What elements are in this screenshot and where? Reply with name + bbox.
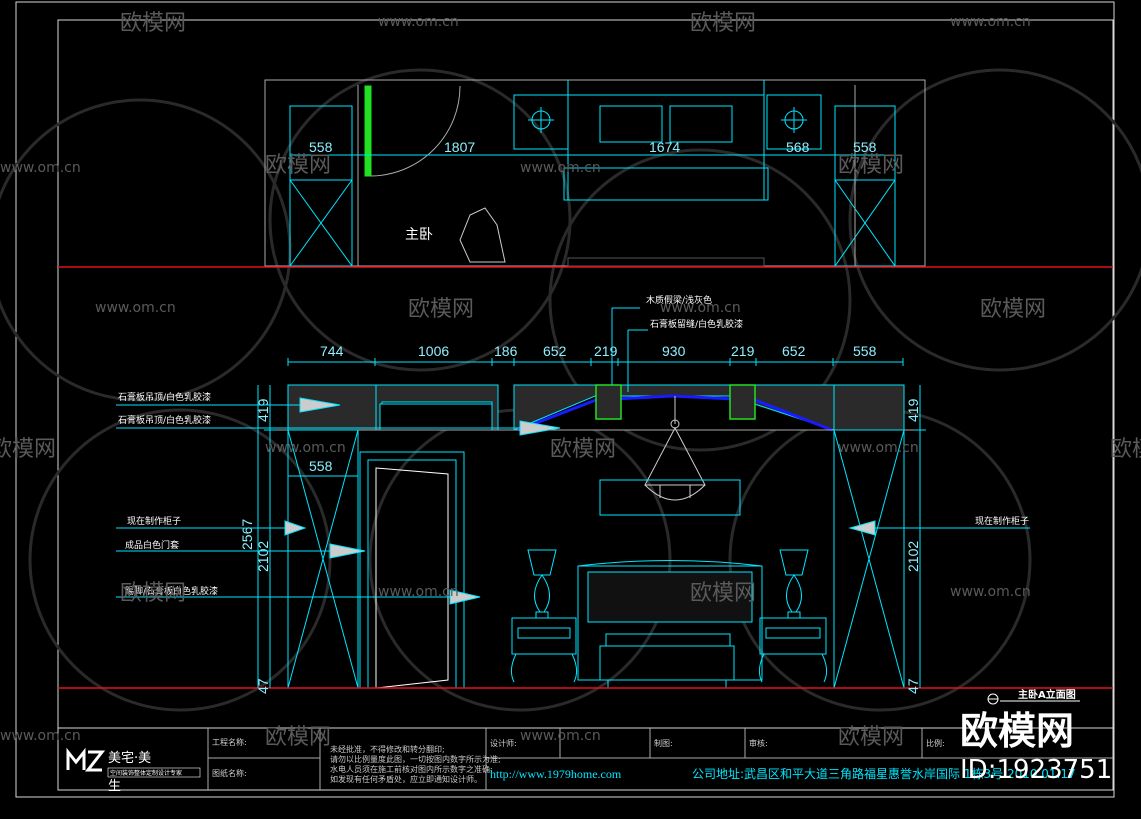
watermark-brand: 欧模网 bbox=[265, 725, 331, 750]
elev-left-total-dim: 2567 bbox=[239, 519, 255, 550]
bed bbox=[577, 560, 763, 688]
drawing-name-label: 图纸名称: bbox=[212, 768, 247, 778]
left-nightstand bbox=[510, 549, 578, 683]
plan-dim-2: 1807 bbox=[444, 139, 475, 155]
plan-view bbox=[264, 79, 926, 267]
brand-overlay-name: 欧模网 bbox=[960, 709, 1075, 753]
elev-right-floor-dim: 47 bbox=[905, 678, 921, 694]
plan-dim-3: 1674 bbox=[649, 139, 680, 155]
elevation-title: 主卧A立面图 bbox=[1018, 688, 1076, 701]
plan-dimensions: 558 1807 1674 568 558 bbox=[309, 139, 877, 155]
watermark-brand: 欧模网 bbox=[120, 11, 186, 36]
callout-leaders bbox=[116, 307, 1030, 605]
ceiling-section bbox=[270, 384, 920, 432]
elev-top-dim-4: 652 bbox=[543, 343, 567, 359]
logo-subtitle: 空间装饰整体定制设计专家 bbox=[110, 769, 182, 777]
elev-left-door-dim: 2102 bbox=[255, 541, 271, 572]
callout-wall: 踢脚/石膏板白色乳胶漆 bbox=[125, 585, 218, 597]
watermark-brand: 欧模网 bbox=[838, 153, 904, 178]
plan-dim-1: 558 bbox=[309, 139, 333, 155]
logo-brand: 美宅·美 bbox=[108, 751, 151, 766]
elevation-side-dimensions: 419 2567 2102 47 558 419 2102 47 bbox=[239, 398, 921, 694]
field-drafter: 制图: bbox=[654, 738, 673, 748]
elev-top-dim-1: 744 bbox=[320, 343, 344, 359]
elev-top-dim-5: 219 bbox=[594, 343, 618, 359]
watermark-brand: 欧模网 bbox=[690, 581, 756, 606]
watermark-brand: 欧模网 bbox=[120, 581, 186, 606]
watermark-brand: 欧模网 bbox=[550, 437, 616, 462]
title-block-grid bbox=[207, 728, 1113, 790]
watermark-url: www.om.cn bbox=[95, 300, 176, 316]
watermark-url: www.om.cn bbox=[838, 440, 919, 456]
callout-ceiling-a: 石膏板吊顶/白色乳胶漆 bbox=[118, 391, 211, 403]
watermark-url: www.om.cn bbox=[520, 160, 601, 176]
company-website: http://www.1979home.com bbox=[490, 767, 622, 781]
watermark-brand: 欧模网 bbox=[0, 437, 56, 462]
callout-cabinet-left: 现在制作柜子 bbox=[127, 515, 181, 527]
elev-left-floor-dim: 47 bbox=[255, 678, 271, 694]
watermark-brand: 欧模网 bbox=[980, 297, 1046, 322]
elev-right-ceiling-dim: 419 bbox=[905, 398, 921, 422]
project-name-label: 工程名称: bbox=[212, 737, 247, 747]
company-address: 公司地址:武昌区和平大道三角路福星惠誉水岸国际 1栋3号 2010.01.17 bbox=[692, 766, 1076, 781]
headboard-panel bbox=[599, 479, 741, 516]
field-reviewer: 审核: bbox=[749, 738, 768, 748]
note-3: 水电人员须在施工前核对图内所示数字之准确; bbox=[330, 764, 493, 774]
watermarks: 欧模网 www.om.cn 欧模网 www.om.cn www.om.cn 欧模… bbox=[0, 11, 1141, 750]
plan-dim-5: 558 bbox=[853, 139, 877, 155]
elevation-side-dimension-lines bbox=[257, 385, 926, 688]
callout-gypsum-seam: 石膏板留缝/白色乳胶漆 bbox=[650, 318, 743, 330]
watermark-url: www.om.cn bbox=[520, 728, 601, 744]
elevation-top-dimensions: 744 1006 186 652 219 930 219 652 558 bbox=[320, 343, 877, 359]
elev-top-dim-7: 219 bbox=[731, 343, 755, 359]
field-scale: 比例: bbox=[926, 738, 945, 748]
watermark-brand: 欧模网 bbox=[265, 153, 331, 178]
elev-cabinet-width-dim: 558 bbox=[309, 458, 333, 474]
note-4: 如发现有任何矛盾处，应立即通知设计师。 bbox=[330, 774, 482, 784]
watermark-brand: 欧模网 bbox=[1110, 437, 1141, 462]
callout-ceiling-b: 石膏板吊顶/白色乳胶漆 bbox=[118, 414, 211, 426]
note-1: 未经批准，不得修改和转分翻印; bbox=[330, 744, 445, 754]
watermark-url: www.om.cn bbox=[265, 440, 346, 456]
drawing-frame bbox=[15, 1, 1115, 798]
watermark-url: www.om.cn bbox=[950, 14, 1031, 30]
watermark-brand: 欧模网 bbox=[838, 725, 904, 750]
plan-dim-4: 568 bbox=[786, 139, 810, 155]
elev-top-dim-6: 930 bbox=[662, 343, 686, 359]
elev-top-dim-3: 186 bbox=[494, 343, 518, 359]
watermark-url: www.om.cn bbox=[0, 728, 81, 744]
title-block-text: 工程名称: 图纸名称: 未经批准，不得修改和转分翻印; 请勿以比例量度此图，一切… bbox=[212, 737, 1076, 784]
callout-cabinet-right: 现在制作柜子 bbox=[975, 515, 1029, 527]
elevation-title-marker: 主卧A立面图 bbox=[987, 688, 1080, 705]
plan-room-label: 主卧 bbox=[405, 227, 433, 243]
logo-tail: 生 bbox=[108, 779, 121, 794]
door bbox=[359, 451, 465, 689]
company-logo: 美宅·美 空间装饰整体定制设计专家 生 bbox=[66, 747, 201, 794]
watermark-url: www.om.cn bbox=[950, 584, 1031, 600]
elev-top-dim-9: 558 bbox=[853, 343, 877, 359]
elevation-top-dimension-line bbox=[287, 358, 904, 366]
watermark-brand: 欧模网 bbox=[690, 11, 756, 36]
callout-beam: 木质假梁/浅灰色 bbox=[646, 294, 712, 306]
elev-right-door-dim: 2102 bbox=[905, 541, 921, 572]
brand-overlay-id: ID:1923751 bbox=[960, 755, 1113, 785]
callout-door: 成品白色门套 bbox=[125, 539, 179, 551]
chandelier bbox=[644, 396, 706, 501]
watermark-brand: 欧模网 bbox=[408, 297, 474, 322]
elev-left-ceiling-dim: 419 bbox=[255, 398, 271, 422]
note-2: 请勿以比例量度此图，一切按图内数字所示为准; bbox=[330, 754, 501, 764]
watermark-url: www.om.cn bbox=[378, 14, 459, 30]
elev-top-dim-2: 1006 bbox=[418, 343, 449, 359]
elev-top-dim-8: 652 bbox=[782, 343, 806, 359]
watermark-url: www.om.cn bbox=[378, 584, 459, 600]
callout-labels: 木质假梁/浅灰色 石膏板留缝/白色乳胶漆 石膏板吊顶/白色乳胶漆 石膏板吊顶/白… bbox=[118, 294, 1029, 597]
watermark-url: www.om.cn bbox=[660, 300, 741, 316]
watermark-url: www.om.cn bbox=[0, 160, 81, 176]
field-designer: 设计师: bbox=[490, 738, 517, 748]
